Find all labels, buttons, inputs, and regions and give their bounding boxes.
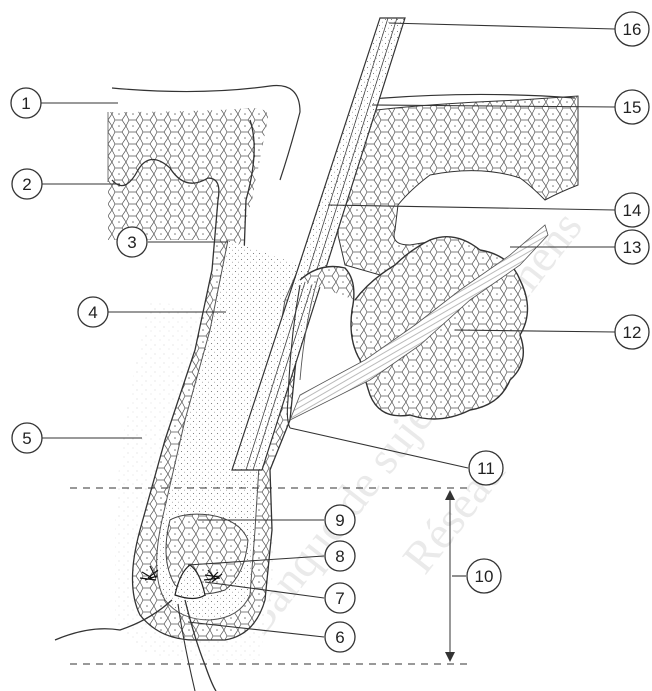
label-12: 12 <box>615 315 649 349</box>
label-3: 3 <box>117 227 147 257</box>
svg-text:1: 1 <box>21 94 30 113</box>
label-6: 6 <box>325 622 355 652</box>
svg-text:6: 6 <box>335 628 344 647</box>
label-4: 4 <box>78 297 108 327</box>
svg-text:7: 7 <box>335 589 344 608</box>
svg-text:8: 8 <box>335 547 344 566</box>
label-10: 10 <box>467 559 501 593</box>
svg-text:4: 4 <box>88 303 97 322</box>
label-7: 7 <box>325 583 355 613</box>
svg-text:9: 9 <box>335 511 344 530</box>
svg-text:12: 12 <box>623 323 642 342</box>
svg-text:11: 11 <box>477 459 495 478</box>
label-5: 5 <box>12 423 42 453</box>
label-14: 14 <box>615 193 649 227</box>
svg-text:13: 13 <box>623 238 642 257</box>
svg-text:14: 14 <box>623 201 642 220</box>
label-1: 1 <box>11 88 41 118</box>
svg-text:16: 16 <box>623 20 642 39</box>
label-2: 2 <box>12 169 42 199</box>
svg-text:10: 10 <box>475 567 494 586</box>
label-16: 16 <box>615 12 649 46</box>
label-15: 15 <box>615 90 649 124</box>
label-8: 8 <box>325 541 355 571</box>
svg-text:2: 2 <box>22 175 31 194</box>
label-9: 9 <box>325 505 355 535</box>
svg-text:15: 15 <box>623 98 642 117</box>
svg-text:3: 3 <box>127 233 136 252</box>
label-11: 11 <box>469 451 503 485</box>
label-13: 13 <box>615 230 649 264</box>
svg-text:5: 5 <box>22 429 31 448</box>
